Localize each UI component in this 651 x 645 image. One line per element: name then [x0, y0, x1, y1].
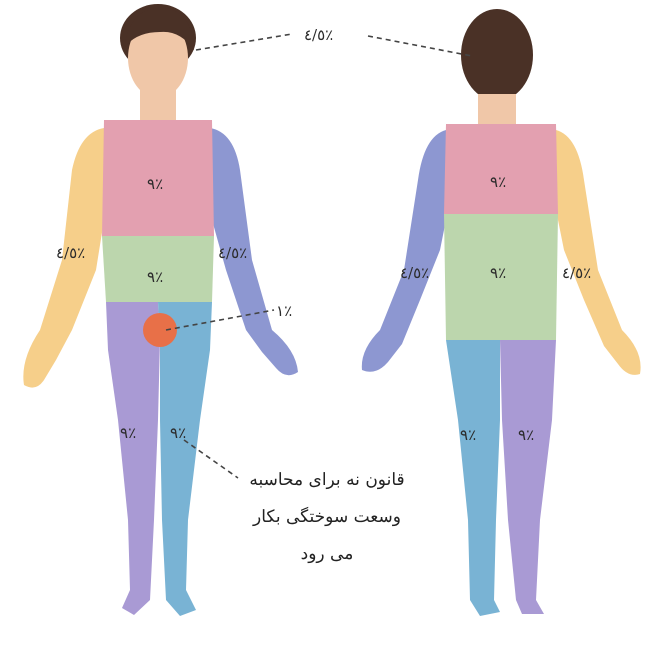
- rule-of-nines-note: قانون نه برای محاسبه وسعت سوختگی بکار می…: [212, 462, 442, 573]
- label-back-upper: ٪٩: [490, 173, 506, 191]
- note-line-2: وسعت سوختگی بکار: [212, 499, 442, 536]
- back-neck: [478, 94, 516, 126]
- note-line-1: قانون نه برای محاسبه: [212, 462, 442, 499]
- head-leader-left: [196, 34, 292, 50]
- label-front-right-arm: ٪٤/٥: [218, 244, 247, 262]
- back-left-arm: [362, 130, 448, 372]
- back-head: [461, 9, 533, 101]
- label-front-left-arm: ٪٤/٥: [56, 244, 85, 262]
- label-back-lower: ٪٩: [490, 264, 506, 282]
- label-head: ٪٤/٥: [304, 26, 333, 44]
- back-upper: [444, 124, 558, 214]
- label-front-chest: ٪٩: [147, 175, 163, 193]
- back-right-arm: [556, 130, 641, 375]
- label-back-right-leg: ٪٩: [518, 426, 534, 444]
- front-right-leg: [158, 302, 212, 616]
- label-front-abdomen: ٪٩: [147, 268, 163, 286]
- label-back-right-arm: ٪٤/٥: [562, 264, 591, 282]
- label-genital: ٪١: [276, 302, 292, 320]
- front-genital-dot: [143, 313, 177, 347]
- label-front-right-leg: ٪٩: [170, 424, 186, 442]
- label-back-left-leg: ٪٩: [460, 426, 476, 444]
- front-neck: [140, 90, 176, 120]
- front-left-leg: [106, 302, 160, 615]
- note-line-3: می رود: [212, 536, 442, 573]
- back-left-leg: [446, 340, 500, 616]
- label-back-left-arm: ٪٤/٥: [400, 264, 429, 282]
- head-leader-right: [368, 36, 472, 56]
- label-front-left-leg: ٪٩: [120, 424, 136, 442]
- back-right-leg: [500, 340, 556, 614]
